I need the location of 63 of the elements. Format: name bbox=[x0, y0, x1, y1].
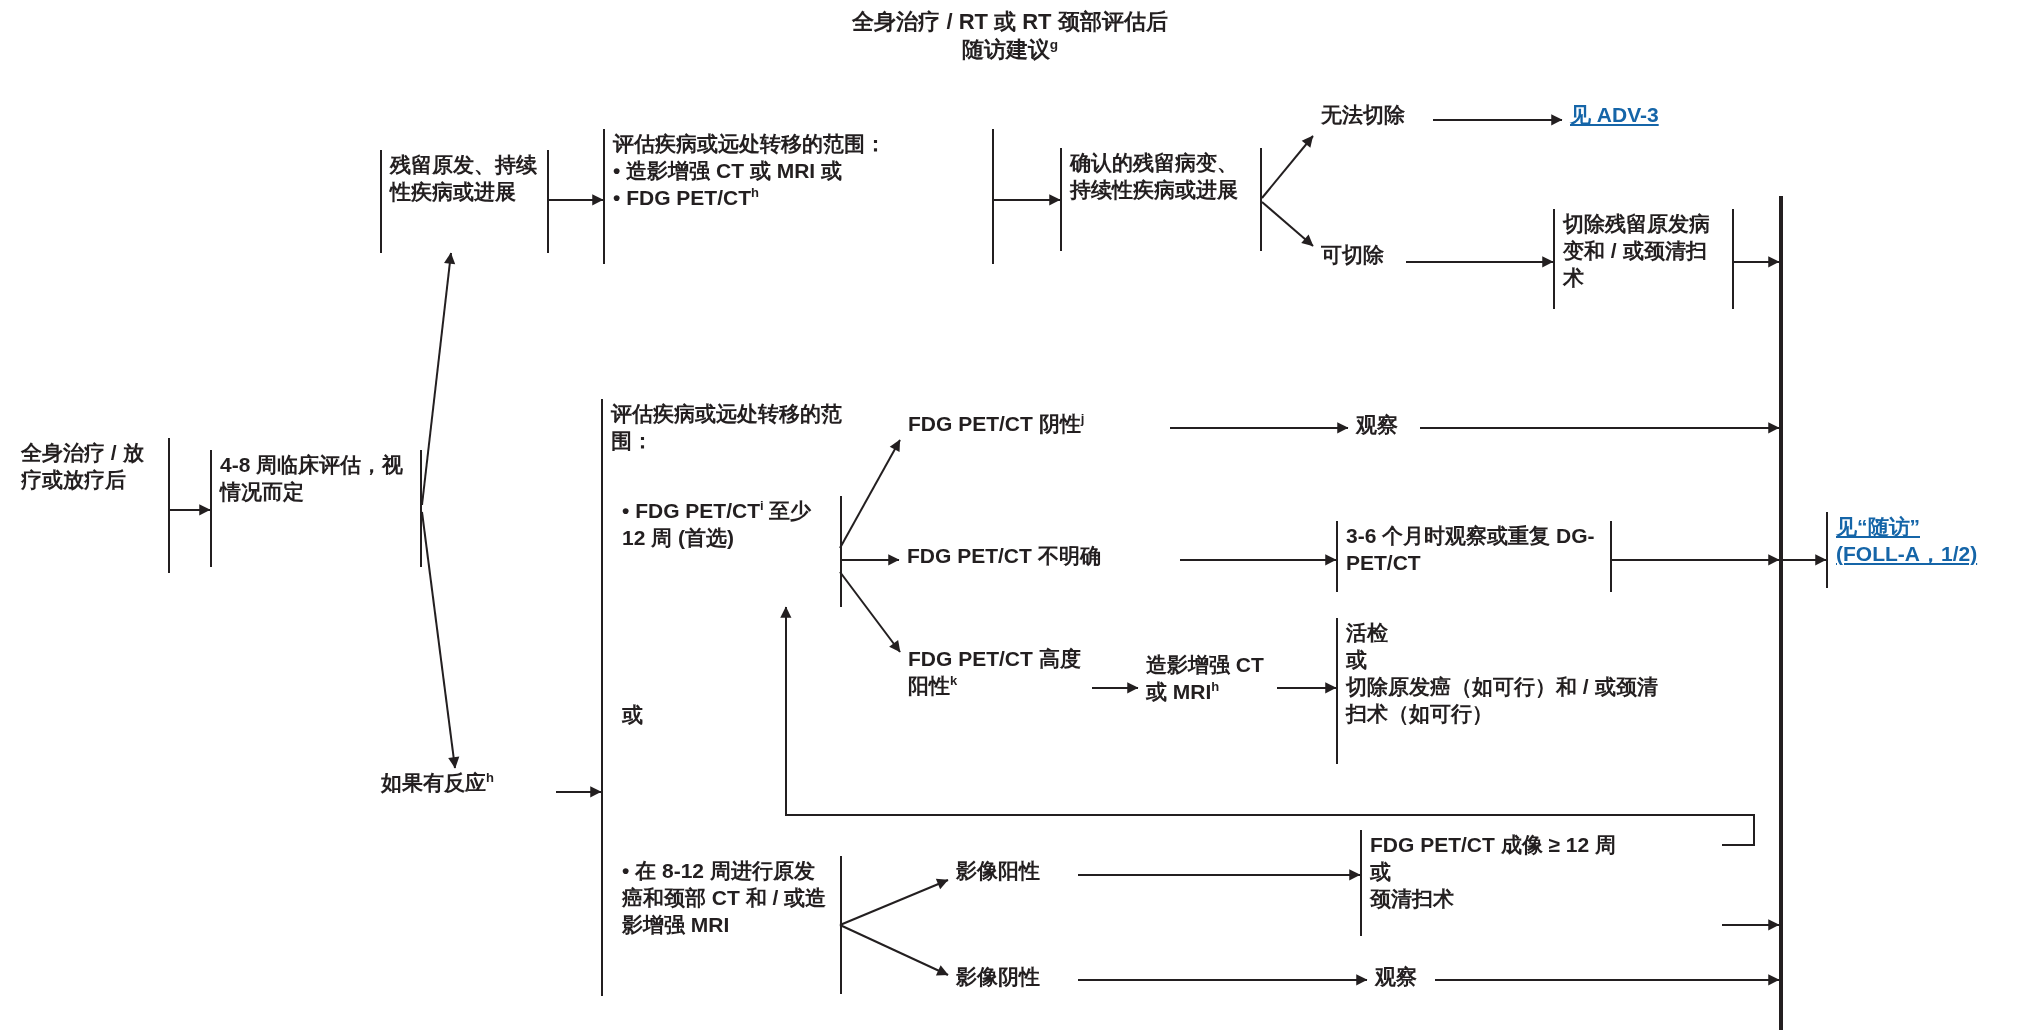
bracket-box: 残留原发、持续性疾病或进展 bbox=[380, 150, 549, 253]
step-label: 可切除 bbox=[1313, 240, 1406, 282]
arrow bbox=[1721, 919, 1780, 931]
bracket-box: 确认的残留病变、持续性疾病或进展 bbox=[1060, 148, 1262, 251]
arrow bbox=[839, 439, 901, 549]
box-text: 或 bbox=[1346, 646, 1368, 673]
bracket-box bbox=[603, 129, 994, 264]
arrow bbox=[555, 786, 602, 798]
bracket-box: 全身治疗 / 放疗或放疗后 bbox=[13, 438, 170, 573]
arrow bbox=[1091, 682, 1139, 694]
step-label: FDG PET/CT 阴性$^{j}$ bbox=[900, 409, 1170, 447]
bracket-box: 4-8 周临床评估，视情况而定 bbox=[210, 450, 422, 567]
diagram-title: 全身治疗 / RT 或 RT 颈部评估后随访建议$^{g}$ bbox=[851, 8, 1169, 65]
step-label: 造影增强 CT 或 MRI$^{h}$ bbox=[1138, 650, 1277, 724]
bracket-box: 3-6 个月时观察或重复 DG-PET/CT bbox=[1336, 521, 1612, 592]
arrow bbox=[1276, 682, 1337, 694]
box-text: • FDG PET/CT$^{h}$ bbox=[613, 184, 760, 211]
box-text: 切除原发癌（如可行）和 / 或颈清扫术（如可行） bbox=[1346, 673, 1659, 727]
arrow bbox=[839, 554, 900, 566]
vertical-bar bbox=[1779, 196, 1783, 1030]
link: 见 ADV-3 bbox=[1562, 100, 1692, 140]
arrow bbox=[1432, 114, 1563, 126]
arrow bbox=[780, 606, 1755, 846]
box-text: FDG PET/CT 成像 ≥ 12 周 bbox=[1370, 832, 1618, 858]
arrow bbox=[1611, 554, 1780, 566]
box-text: 颈清扫术 bbox=[1370, 885, 1455, 912]
arrow bbox=[993, 194, 1061, 206]
arrow bbox=[1261, 135, 1314, 199]
arrow bbox=[839, 924, 949, 976]
step-label: 观察 bbox=[1367, 962, 1435, 1000]
step-label: 观察 bbox=[1348, 410, 1420, 446]
group-heading: 评估疾病或远处转移的范围： bbox=[611, 401, 843, 454]
arrow bbox=[1261, 201, 1314, 247]
arrow bbox=[421, 252, 456, 506]
arrow bbox=[1782, 554, 1827, 566]
arrow bbox=[839, 571, 901, 653]
arrow bbox=[1179, 554, 1337, 566]
arrow bbox=[1077, 974, 1368, 986]
box-text: 或 bbox=[1370, 858, 1392, 885]
step-label: 影像阳性 bbox=[948, 856, 1078, 894]
step-label: 影像阴性 bbox=[948, 962, 1078, 1000]
bracket-box: • 在 8-12 周进行原发癌和颈部 CT 和 / 或造影增强 MRI bbox=[614, 856, 842, 994]
arrow bbox=[548, 194, 604, 206]
step-label: 如果有反应$^{h}$ bbox=[373, 768, 556, 814]
arrow bbox=[169, 504, 211, 516]
step-label: 无法切除 bbox=[1313, 100, 1433, 140]
box-text: 活检 bbox=[1346, 620, 1389, 646]
step-label: FDG PET/CT 高度阳性$^{k}$ bbox=[900, 644, 1092, 722]
arrow bbox=[1405, 256, 1554, 268]
arrow bbox=[1169, 422, 1349, 434]
step-label: FDG PET/CT 不明确 bbox=[899, 541, 1180, 579]
bracket-box: • FDG PET/CT$^{i}$ 至少 12 周 (首选) bbox=[614, 496, 842, 607]
box-text: • 造影增强 CT 或 MRI 或 bbox=[613, 157, 843, 184]
arrow bbox=[1077, 869, 1361, 881]
arrow bbox=[1419, 422, 1780, 434]
arrow bbox=[421, 511, 460, 769]
box-text: 评估疾病或远处转移的范围： bbox=[613, 131, 887, 157]
step-label: 或 bbox=[614, 700, 654, 736]
arrow bbox=[1434, 974, 1780, 986]
arrow bbox=[1733, 256, 1780, 268]
bracket-box: 切除残留原发病变和 / 或颈清扫术 bbox=[1553, 209, 1734, 309]
arrow bbox=[839, 878, 949, 926]
link: 见“随访” (FOLL-A，1/2) bbox=[1826, 512, 1996, 588]
